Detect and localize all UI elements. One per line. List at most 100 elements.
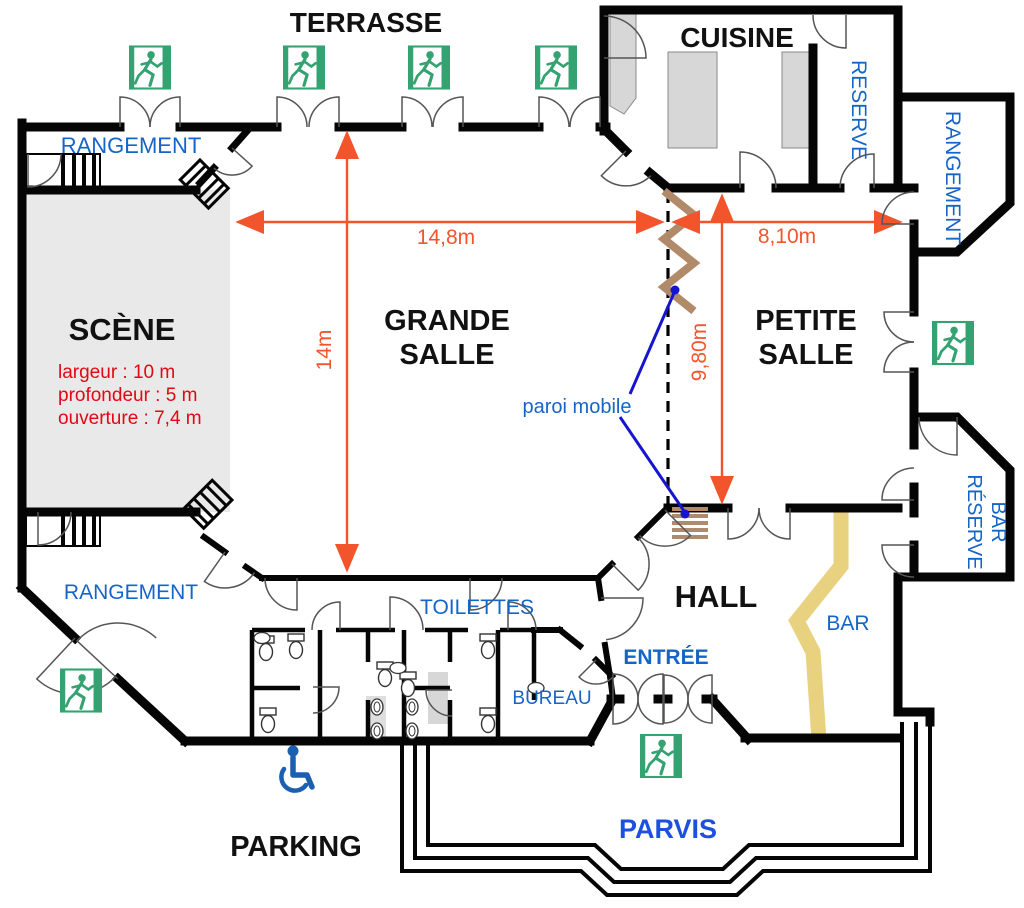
toilet-fixture <box>479 707 497 716</box>
door-arc <box>603 15 647 59</box>
toilet-fixture <box>400 678 416 698</box>
scene-spec-ouverture: ouverture : 7,4 m <box>58 408 202 429</box>
stairs-bottom-left <box>25 511 101 547</box>
door-arc <box>812 14 847 49</box>
toilet-fixture <box>260 714 276 734</box>
door-arc <box>883 341 915 373</box>
door-arc <box>311 601 341 631</box>
paroi-mobile-leaders <box>618 285 690 519</box>
door-arc <box>75 622 157 680</box>
urinal-fixture <box>408 725 416 737</box>
stairs-fan-bottom <box>181 478 235 531</box>
label-rangement-bottom-left: RANGEMENT <box>64 581 198 604</box>
label-petite-salle-1: PETITE <box>755 305 857 337</box>
sink-fixture <box>253 631 271 645</box>
label-grande-salle-2: SALLE <box>399 339 494 371</box>
door-arc <box>203 551 256 589</box>
exit-icon <box>535 45 577 90</box>
door-arc <box>149 96 181 128</box>
toilet-fixture <box>288 640 304 660</box>
label-scene: SCÈNE <box>69 312 176 347</box>
urinal-fixture <box>370 722 384 740</box>
door-arc <box>27 153 62 188</box>
door-arc <box>612 673 639 700</box>
door-arc <box>739 151 777 189</box>
door-arc <box>727 507 760 540</box>
stairs-fan-top <box>178 157 231 211</box>
exit-icon <box>640 733 682 779</box>
door-arc <box>881 191 915 225</box>
doors <box>27 14 958 725</box>
door-arc <box>881 544 915 578</box>
door-arc <box>758 507 791 540</box>
door-arc <box>918 416 958 456</box>
exit-icon <box>60 668 102 713</box>
door-arc <box>432 96 464 128</box>
kitchen-counters <box>609 13 811 149</box>
door-arc <box>663 698 689 724</box>
urinal-fixture <box>373 701 381 713</box>
label-grande-salle-1: GRANDE <box>384 305 510 337</box>
dim-grande-width: 14,8m <box>417 226 475 249</box>
label-parvis: PARVIS <box>619 814 717 844</box>
exit-icon <box>283 45 325 90</box>
urinal-fixture <box>408 701 416 713</box>
door-arc <box>663 674 689 700</box>
door-arc <box>264 577 298 611</box>
door-arc <box>839 153 875 189</box>
wheelchair-icon <box>279 745 315 793</box>
urinal-fixture <box>370 698 384 716</box>
label-parking: PARKING <box>230 831 362 863</box>
door-arc <box>308 96 340 128</box>
door-arc <box>687 674 713 700</box>
door-arc <box>577 659 614 685</box>
door-arc <box>569 96 601 128</box>
door-arc <box>638 509 692 547</box>
label-hall: HALL <box>675 579 758 614</box>
urinal-fixture <box>405 722 419 740</box>
sanitary-fixtures <box>253 631 545 740</box>
urinal-fixture <box>405 698 419 716</box>
label-paroi-mobile: paroi mobile <box>523 396 632 418</box>
scene-spec-largeur: largeur : 10 m <box>58 362 175 383</box>
door-arc <box>600 150 652 187</box>
toilet-fixture <box>259 707 277 716</box>
exit-icon <box>129 45 171 90</box>
dim-petite-depth: 9,80m <box>688 323 711 381</box>
toilet-fixture <box>480 640 496 660</box>
label-petite-salle-2: SALLE <box>758 339 853 371</box>
label-entree: ENTRÉE <box>623 646 708 669</box>
door-arc <box>312 686 340 714</box>
toilet-fixture <box>479 633 497 642</box>
label-bar: BAR <box>826 612 869 635</box>
exit-icon <box>932 320 974 366</box>
label-rangement-top-right: RANGEMENT <box>941 111 964 245</box>
label-terrasse: TERRASSE <box>290 7 442 38</box>
label-reserve-bar-1: RÉSERVE <box>963 474 986 569</box>
parvis-steps <box>400 722 932 897</box>
toilet-fixture <box>258 642 274 662</box>
door-arc <box>612 698 639 725</box>
door-arc <box>425 689 453 717</box>
door-arc <box>883 311 915 343</box>
dimension-lines <box>235 130 903 573</box>
door-arc <box>687 698 713 724</box>
toilet-fixture <box>287 633 305 642</box>
exit-icon <box>408 45 450 90</box>
stairs-top-left <box>25 153 101 189</box>
door-arc <box>611 537 650 592</box>
scene-spec-profondeur: profondeur : 5 m <box>58 385 197 406</box>
label-cuisine: CUISINE <box>680 22 794 53</box>
door-arc <box>389 596 424 631</box>
door-arc <box>538 96 570 128</box>
bar-counter <box>788 506 849 741</box>
inner-walls <box>199 505 670 703</box>
door-arc <box>601 597 644 641</box>
door-arc <box>507 601 537 631</box>
door-arc <box>213 147 254 176</box>
label-toilettes: TOILETTES <box>420 596 534 619</box>
label-rangement-top-left: RANGEMENT <box>61 133 202 158</box>
door-arc <box>637 698 664 725</box>
